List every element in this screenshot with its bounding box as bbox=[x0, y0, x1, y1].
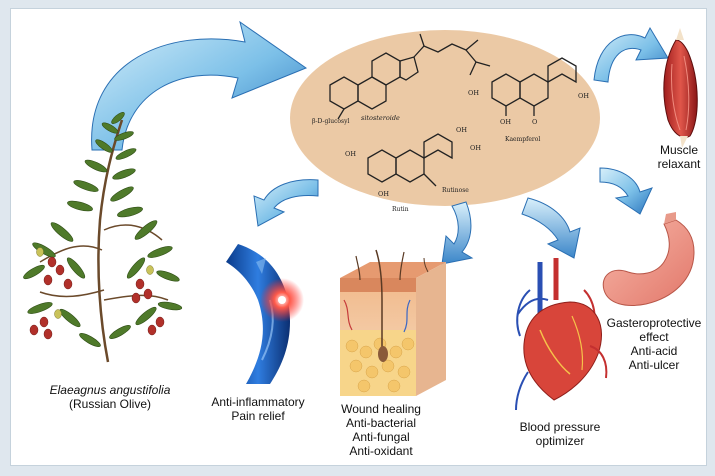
gastro-label-line-4: Anti-ulcer bbox=[628, 358, 680, 372]
rutin-oh-2: OH bbox=[456, 126, 467, 134]
main-arrow bbox=[91, 20, 308, 151]
gastro-label: Gasteroprotective effect Anti-acid Anti-… bbox=[600, 316, 708, 372]
wound-label-line-2: Anti-bacterial bbox=[345, 416, 417, 430]
stomach-illustration bbox=[602, 212, 695, 306]
gastro-label-line-3: Anti-acid bbox=[630, 344, 678, 358]
rutin-oh-1: OH bbox=[345, 150, 356, 158]
arrow-to-muscle bbox=[593, 26, 669, 83]
knee-illustration bbox=[226, 244, 304, 384]
sterol-structure bbox=[329, 33, 491, 120]
rutinose-label: Rutinose bbox=[442, 187, 469, 194]
inflammation-label: Anti-inflammatory Pain relief bbox=[196, 395, 320, 423]
plant-illustration bbox=[23, 112, 183, 363]
arrow-to-skin bbox=[441, 201, 474, 265]
inflammation-label-line-1: Anti-inflammatory bbox=[211, 395, 305, 409]
inflammation-label-line-2: Pain relief bbox=[231, 409, 285, 423]
muscle-label-line-2: relaxant bbox=[657, 157, 701, 171]
rutin-oh-4: OH bbox=[378, 190, 389, 198]
kaempferol-oh-1: OH bbox=[468, 89, 479, 97]
kaempferol-oh-2: OH bbox=[500, 118, 511, 126]
skin-illustration bbox=[340, 249, 446, 396]
blood-label-line-1: Blood pressure bbox=[519, 420, 601, 434]
wound-label-line-1: Wound healing bbox=[341, 402, 421, 416]
sterol-label: sitosteroide bbox=[361, 114, 400, 122]
heart-illustration bbox=[515, 258, 608, 411]
muscle-label-line-1: Muscle bbox=[659, 143, 698, 157]
muscle-illustration bbox=[663, 28, 698, 148]
glycoside-label: β-D-glucosyl bbox=[312, 118, 350, 125]
rutin-structure bbox=[367, 133, 453, 187]
wound-label-line-4: Anti-oxidant bbox=[349, 444, 413, 458]
muscle-label: Muscle relaxant bbox=[646, 143, 712, 171]
plant-label: Elaeagnus angustifolia (Russian Olive) bbox=[30, 383, 190, 411]
kaempferol-label: Kaempferol bbox=[505, 136, 540, 143]
blood-label-line-2: optimizer bbox=[535, 434, 585, 448]
kaempferol-oh-3: OH bbox=[578, 92, 589, 100]
rutin-label: Rutin bbox=[392, 206, 409, 213]
arrow-to-leg bbox=[253, 179, 319, 227]
arrow-to-heart bbox=[521, 197, 581, 259]
plant-name: Elaeagnus angustifolia bbox=[49, 383, 171, 397]
gastro-label-line-1: Gasteroprotective bbox=[606, 316, 702, 330]
plant-common-name: (Russian Olive) bbox=[68, 397, 152, 411]
kaempferol-structure bbox=[491, 57, 577, 116]
blood-label: Blood pressure optimizer bbox=[510, 420, 610, 448]
wound-label: Wound healing Anti-bacterial Anti-fungal… bbox=[326, 402, 436, 458]
kaempferol-o: O bbox=[532, 118, 537, 126]
gastro-label-line-2: effect bbox=[639, 330, 669, 344]
rutin-oh-3: OH bbox=[470, 144, 481, 152]
wound-label-line-3: Anti-fungal bbox=[352, 430, 410, 444]
arrow-to-stomach bbox=[599, 167, 653, 215]
